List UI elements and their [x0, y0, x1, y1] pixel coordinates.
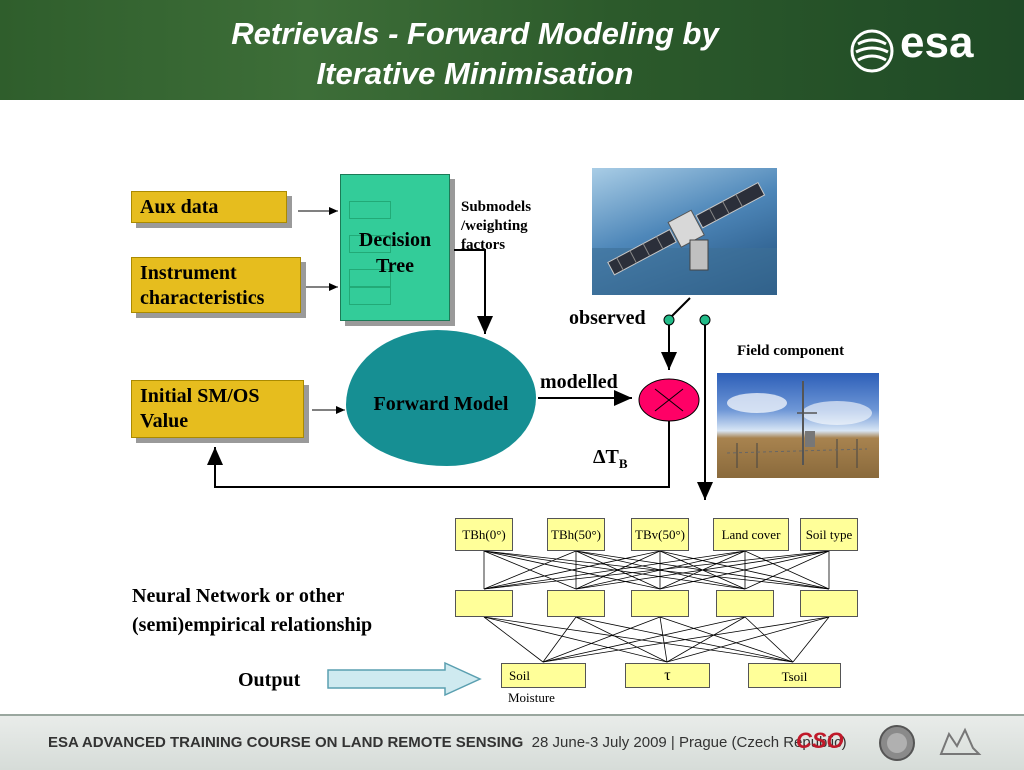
satellite-link	[672, 298, 690, 316]
nn-caption-line-2: (semi)empirical relationship	[132, 611, 372, 640]
output-arrow-icon	[328, 663, 480, 695]
nn-input-tbh50: TBh(50°)	[547, 518, 605, 551]
nn-hidden-node	[800, 590, 858, 617]
nn-output-tsoil: Tsoil	[748, 663, 841, 688]
nn-input-tbh0: TBh(0°)	[455, 518, 513, 551]
soil-label-2: Moisture	[508, 690, 555, 706]
footer-bar: ESA ADVANCED TRAINING COURSE ON LAND REM…	[0, 714, 1024, 770]
seal-icon	[877, 724, 917, 762]
footer-text: ESA ADVANCED TRAINING COURSE ON LAND REM…	[48, 734, 847, 751]
footer-course: ESA ADVANCED TRAINING COURSE ON LAND REM…	[48, 734, 523, 751]
lion-emblem-icon	[935, 724, 983, 762]
nn-caption: Neural Network or other (semi)empirical …	[132, 582, 372, 640]
nn-caption-line-1: Neural Network or other	[132, 582, 372, 611]
observed-node	[664, 315, 674, 325]
arrow-feedback-loop	[215, 421, 669, 487]
output-label: Output	[238, 666, 300, 695]
nn-input-tbv50: TBv(50°)	[631, 518, 689, 551]
cso-logo: CSO	[796, 728, 844, 754]
nn-output-soil-moisture: Soil	[501, 663, 586, 688]
soil-label-1: Soil	[509, 668, 585, 683]
nn-hidden-node	[455, 590, 513, 617]
field-node	[700, 315, 710, 325]
nn-output-tau: τ	[625, 663, 710, 688]
arrow-submodels-to-model	[454, 250, 485, 334]
nn-input-land-cover: Land cover	[713, 518, 789, 551]
nn-hidden-node	[716, 590, 774, 617]
nn-input-soil-type: Soil type	[800, 518, 858, 551]
nn-hidden-node	[547, 590, 605, 617]
nn-hidden-node	[631, 590, 689, 617]
tau-label: τ	[664, 667, 670, 684]
